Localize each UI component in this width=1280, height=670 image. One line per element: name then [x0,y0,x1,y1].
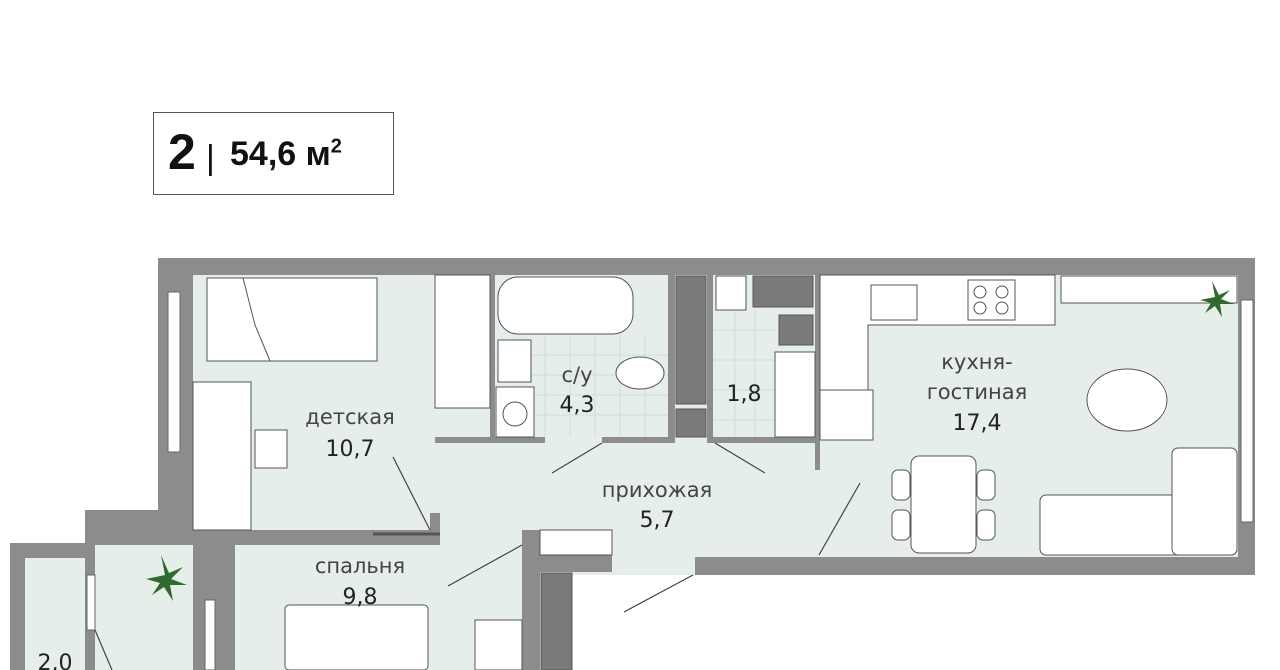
furniture [192,274,1238,670]
bed-bedroom [284,604,429,670]
toilet [615,356,665,390]
room-name-kitchen-2: гостиная [927,380,1028,404]
room-area-closet: 1,8 [727,382,762,407]
bed-kids [206,277,378,362]
floor [25,275,1238,670]
rooms-count: 2 [168,124,196,180]
room-name-kids: детская [305,405,394,429]
room-name-kitchen-1: кухня- [941,350,1012,374]
wardrobe-kids [434,274,491,409]
hob [967,279,1016,321]
plant-icon [146,281,1234,601]
bathtub [497,276,634,335]
apartment-area: 54,6 м2 [230,135,342,174]
room-area-kitchen: 17,4 [953,411,1002,436]
windows [86,291,1254,670]
room-area-hall: 5,7 [640,508,675,533]
wardrobe-closet [774,351,816,438]
wardrobe-bedroom [474,619,523,670]
room-area-kids: 10,7 [326,437,375,462]
area-value: 54,6 м [230,135,331,173]
room-name-hall: прихожая [602,478,712,502]
separator: | [206,139,215,177]
room-labels: детская 10,7 с/у 4,3 1,8 кухня- гостиная… [38,350,1028,670]
sink [497,339,532,383]
dining-table [910,455,977,554]
apartment-summary-box: 2 | 54,6 м2 [153,112,394,195]
room-area-balcony: 2,0 [38,651,73,670]
chair-icon [254,429,288,469]
door-swings [94,442,861,670]
rug [1086,368,1168,432]
fridge [819,389,874,441]
dark-blocks [540,275,814,670]
hall-shelf [539,529,613,556]
bathroom-tiles [495,310,775,437]
room-area-bedroom: 9,8 [343,585,378,610]
area-unit: 2 [330,135,342,158]
room-name-bathroom: с/у [561,363,592,387]
kids-desk [192,381,252,531]
room-area-bathroom: 4,3 [560,393,595,418]
kitchen-sink [870,284,918,321]
room-name-bedroom: спальня [315,554,405,578]
